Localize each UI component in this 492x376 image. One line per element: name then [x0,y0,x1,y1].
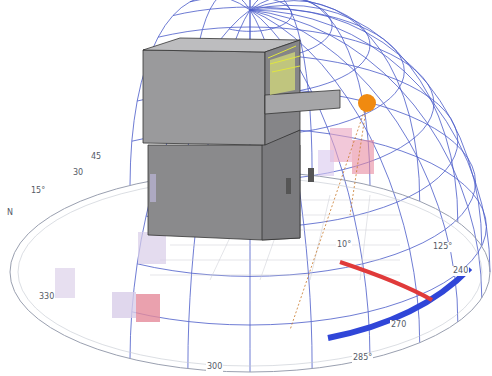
dome-line [250,10,370,359]
sun-rays [290,103,367,330]
compass-label: 30 [72,168,84,178]
building [143,38,340,240]
dome-line [250,10,420,343]
compass-label: 45 [90,152,102,162]
compass-label: 125° [432,242,453,252]
winter-sun-path [328,268,470,338]
sky-dome [130,0,490,372]
compass-label: 15° [30,186,46,196]
compass-label: 330 [38,292,55,302]
sun [358,94,376,112]
compass-label: 270 [390,320,407,330]
dome-line [250,10,490,272]
dome-line [229,0,292,31]
summer-sun-path [340,262,432,300]
compass-label: 240 [452,266,469,276]
shadow-patches [55,128,374,322]
compass-label: N [6,208,14,218]
compass-label: 10° [336,240,352,250]
dome-line [250,10,482,298]
compass-label: 285° [352,353,373,363]
compass-label: 300 [206,362,223,372]
